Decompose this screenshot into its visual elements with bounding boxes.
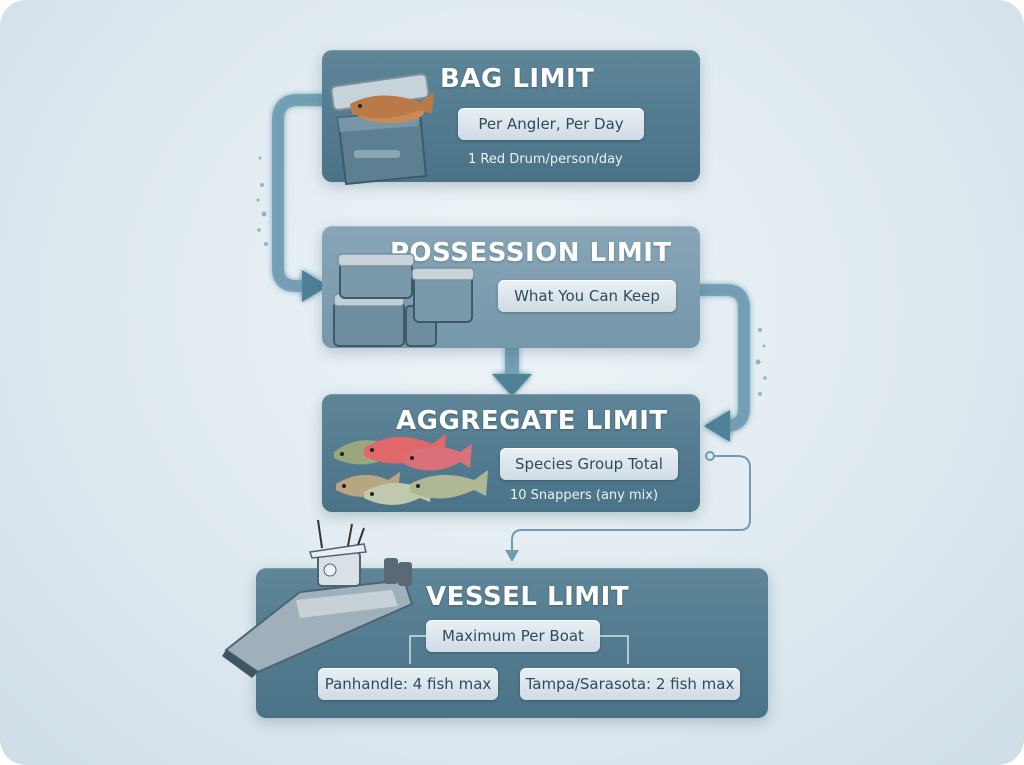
bag-limit-title: BAG LIMIT [440,64,595,94]
vessel-limit-title: VESSEL LIMIT [426,582,630,612]
arrow-aggregate-to-vessel [505,451,751,562]
vessel-branch-lines [409,635,629,664]
vessel-region-panhandle: Panhandle: 4 fish max [318,668,498,700]
possession-limit-title: POSSESSION LIMIT [390,238,672,268]
arrow-possession-right-loop [696,284,750,442]
bag-limit-note: 1 Red Drum/person/day [468,152,623,167]
vessel-limit-pill: Maximum Per Boat [426,620,600,652]
bag-limit-pill: Per Angler, Per Day [458,108,644,140]
aggregate-limit-pill: Species Group Total [500,448,678,480]
aggregate-limit-note: 10 Snappers (any mix) [510,488,659,503]
bubbles-right [755,328,767,396]
possession-limit-pill: What You Can Keep [498,280,676,312]
arrow-bag-to-possession [272,94,328,302]
vessel-limit-card: VESSEL LIMIT Maximum Per Boat Panhandle:… [256,568,768,718]
bubbles-left [256,156,268,246]
arrow-possession-to-aggregate [492,346,532,396]
vessel-region-tampa-sarasota: Tampa/Sarasota: 2 fish max [520,668,740,700]
aggregate-limit-title: AGGREGATE LIMIT [396,406,668,436]
